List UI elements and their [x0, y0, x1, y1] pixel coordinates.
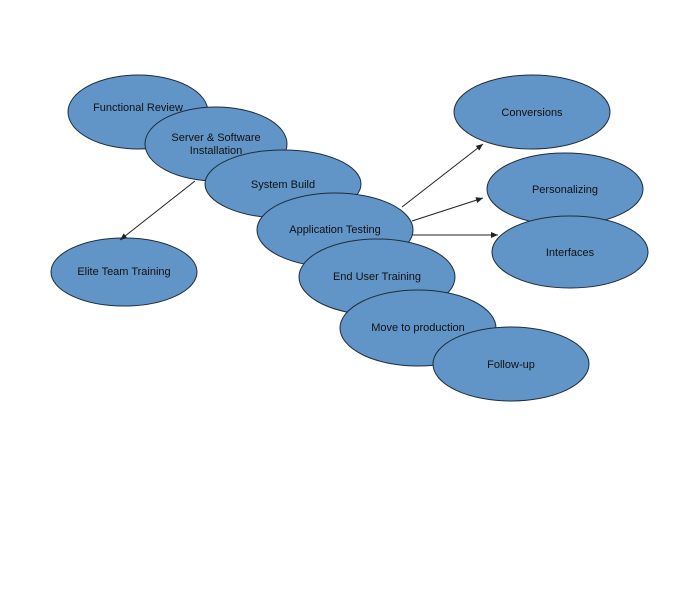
node-label: Server & Software	[171, 132, 260, 144]
node-follow-up[interactable]: Follow-up	[432, 326, 590, 402]
edge-server-to-elite	[119, 180, 196, 241]
node-label: End User Training	[333, 271, 421, 283]
node-personalizing[interactable]: Personalizing	[486, 152, 644, 226]
node-label: Follow-up	[487, 359, 535, 371]
node-interfaces[interactable]: Interfaces	[491, 215, 649, 289]
node-elite-team-training[interactable]: Elite Team Training	[50, 237, 198, 307]
node-label: Functional Review	[93, 102, 183, 114]
node-label: Installation	[190, 145, 243, 157]
node-label: Move to production	[371, 322, 465, 334]
node-label: Elite Team Training	[77, 266, 170, 278]
node-conversions[interactable]: Conversions	[453, 74, 611, 150]
node-label: System Build	[251, 179, 315, 191]
edge-testing-to-conversions	[401, 143, 484, 208]
node-label: Application Testing	[289, 224, 381, 236]
edge-testing-to-personalizing	[411, 197, 484, 222]
node-label: Personalizing	[532, 184, 598, 196]
node-label: Conversions	[501, 107, 563, 119]
node-label: Interfaces	[546, 247, 595, 259]
